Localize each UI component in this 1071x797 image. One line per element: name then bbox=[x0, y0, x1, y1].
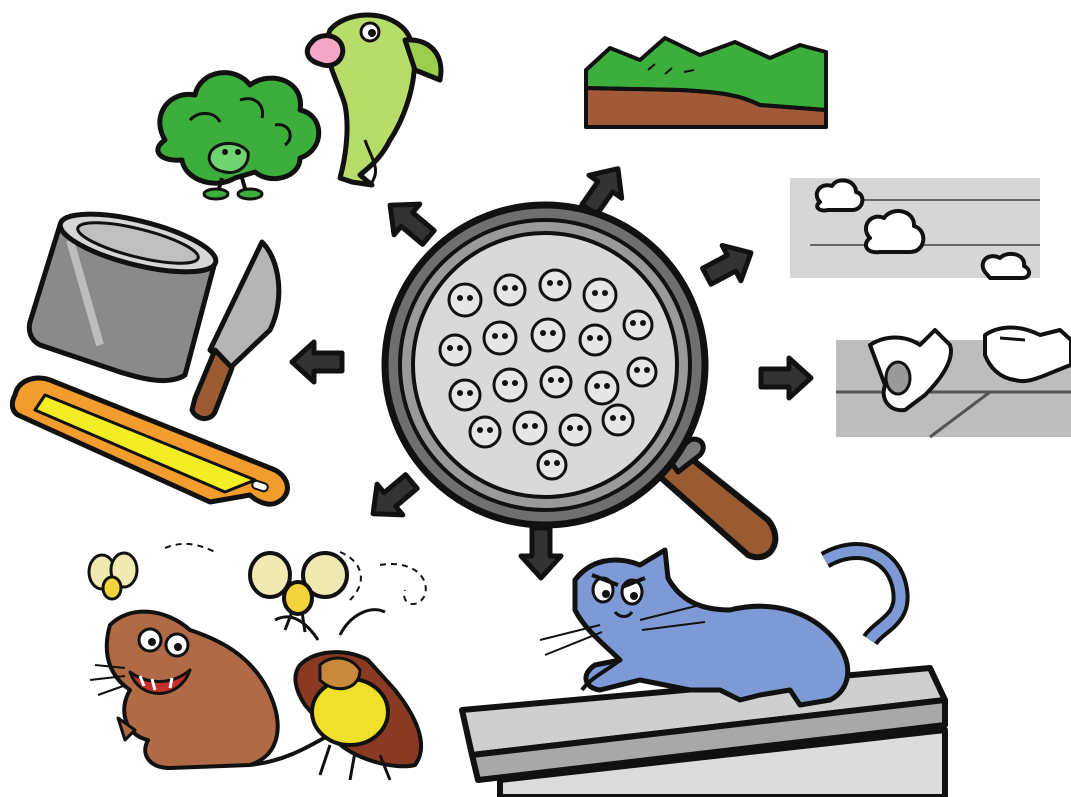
cat-on-counter-group bbox=[462, 550, 945, 797]
shoes-on-floor-panel bbox=[836, 328, 1071, 438]
germ-icon bbox=[538, 451, 566, 479]
germ-icon bbox=[624, 311, 652, 339]
germ-icon bbox=[603, 405, 633, 435]
germ-icon bbox=[484, 322, 516, 354]
cockroach-icon bbox=[275, 610, 421, 780]
cloud-icon bbox=[817, 180, 863, 210]
germ-icon bbox=[494, 369, 526, 401]
germ-icon bbox=[586, 372, 618, 404]
germ-icon bbox=[470, 417, 500, 447]
land-icon bbox=[586, 35, 826, 127]
arrow-icon bbox=[761, 358, 811, 398]
germ-icon bbox=[449, 284, 481, 316]
cat-icon bbox=[540, 550, 901, 705]
cutting-board-icon bbox=[12, 378, 287, 504]
arrow-icon bbox=[521, 528, 561, 578]
arrow-icon bbox=[697, 235, 760, 294]
magnifier-icon bbox=[385, 205, 775, 557]
arrow-icon bbox=[377, 190, 441, 253]
germ-icon bbox=[584, 279, 616, 311]
germ-icon bbox=[580, 325, 610, 355]
germ-icon bbox=[541, 367, 571, 397]
germ-icon bbox=[440, 335, 470, 365]
fly-icon bbox=[89, 553, 137, 599]
germ-icon bbox=[450, 380, 480, 410]
air-panel bbox=[790, 178, 1040, 278]
arrow-icon bbox=[292, 342, 342, 382]
pests-group bbox=[89, 544, 426, 780]
germ-icon bbox=[540, 270, 570, 300]
fish-icon bbox=[307, 15, 441, 185]
cloud-icon bbox=[983, 254, 1029, 278]
arrow-icon bbox=[360, 466, 424, 529]
germ-icon bbox=[514, 412, 546, 444]
broccoli-icon bbox=[158, 73, 319, 199]
germ-icon bbox=[495, 275, 525, 305]
kitchen-tools-group bbox=[12, 202, 287, 504]
germ-icon bbox=[628, 358, 656, 386]
germ-icon bbox=[560, 415, 590, 445]
germ-icon bbox=[532, 319, 564, 351]
vegetable-and-fish-group bbox=[158, 15, 441, 199]
can-icon bbox=[29, 202, 221, 380]
